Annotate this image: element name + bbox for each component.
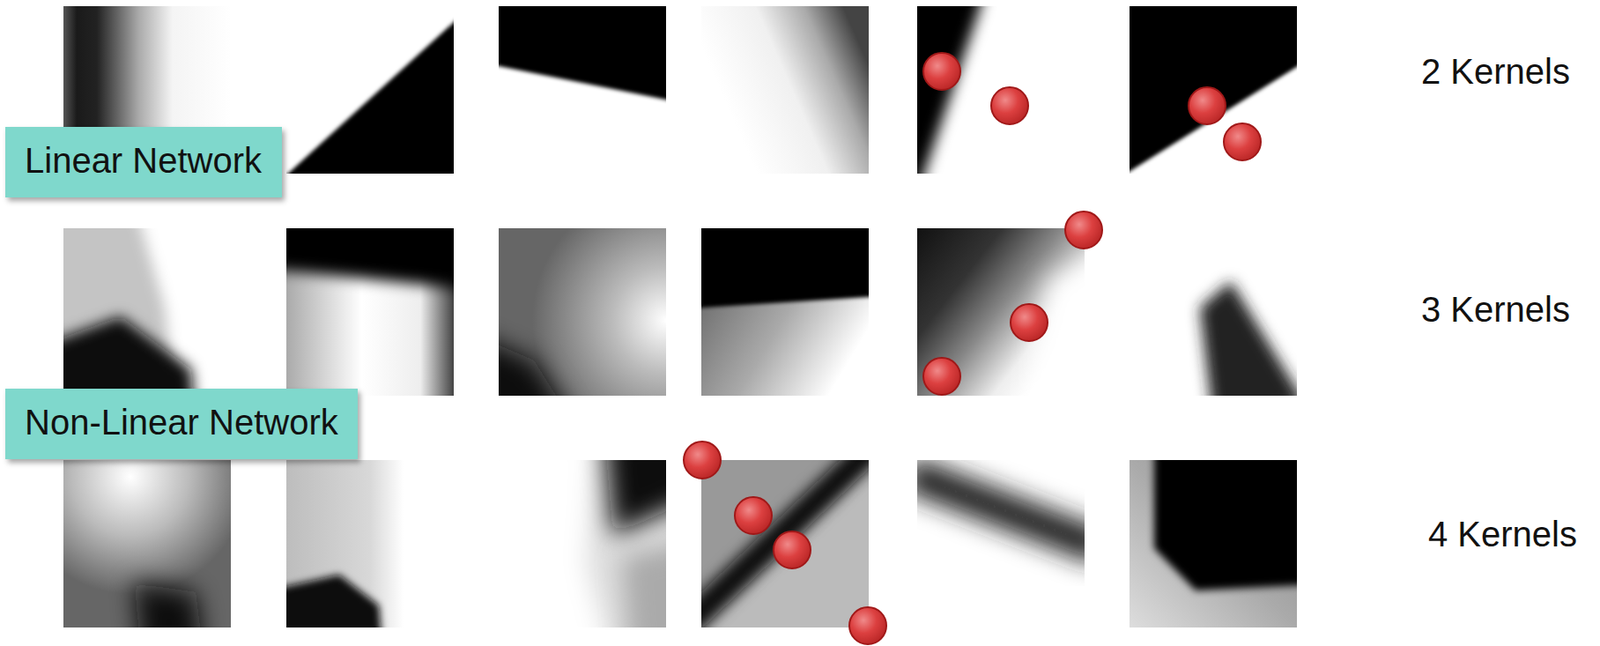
network-label: Linear Network xyxy=(24,139,263,182)
kernel-dot xyxy=(923,52,961,90)
kernel-map xyxy=(674,433,896,646)
kernel-centers xyxy=(683,52,1261,645)
kernel-dot xyxy=(1010,303,1048,341)
kernel-map xyxy=(472,228,667,431)
kernel-map xyxy=(259,459,454,646)
kernel-dot xyxy=(1188,87,1226,125)
kernel-map xyxy=(701,6,869,174)
kernel-dot xyxy=(773,531,811,569)
kernel-dot xyxy=(1223,123,1261,161)
kernel-dot xyxy=(991,87,1029,125)
kernel-dot xyxy=(1065,211,1103,249)
network-label-box: Non-Linear Network xyxy=(5,388,358,460)
kernel-map xyxy=(917,228,1120,431)
kernel-count-label: 3 Kernels xyxy=(1421,288,1571,331)
kernel-count-label: 4 Kernels xyxy=(1428,512,1578,556)
kernel-map xyxy=(881,0,1085,209)
kernel-map xyxy=(259,201,481,396)
kernel-map xyxy=(674,201,896,396)
kernel-map xyxy=(268,6,489,209)
kernel-dot xyxy=(734,496,772,534)
network-label-box: Linear Network xyxy=(5,126,282,198)
network-label: Non-Linear Network xyxy=(24,400,339,444)
kernel-dot xyxy=(923,357,961,395)
kernel-map xyxy=(63,459,231,646)
kernel-map xyxy=(1111,6,1333,209)
kernel-map xyxy=(472,433,702,646)
kernel-dot xyxy=(849,607,887,645)
kernel-map xyxy=(1129,433,1333,628)
kernel-dot xyxy=(683,441,721,479)
kernel-count-label: 2 Kernels xyxy=(1421,50,1571,93)
kernel-map xyxy=(472,0,693,174)
kernel-map xyxy=(1129,228,1306,423)
kernel-map xyxy=(908,459,1103,628)
